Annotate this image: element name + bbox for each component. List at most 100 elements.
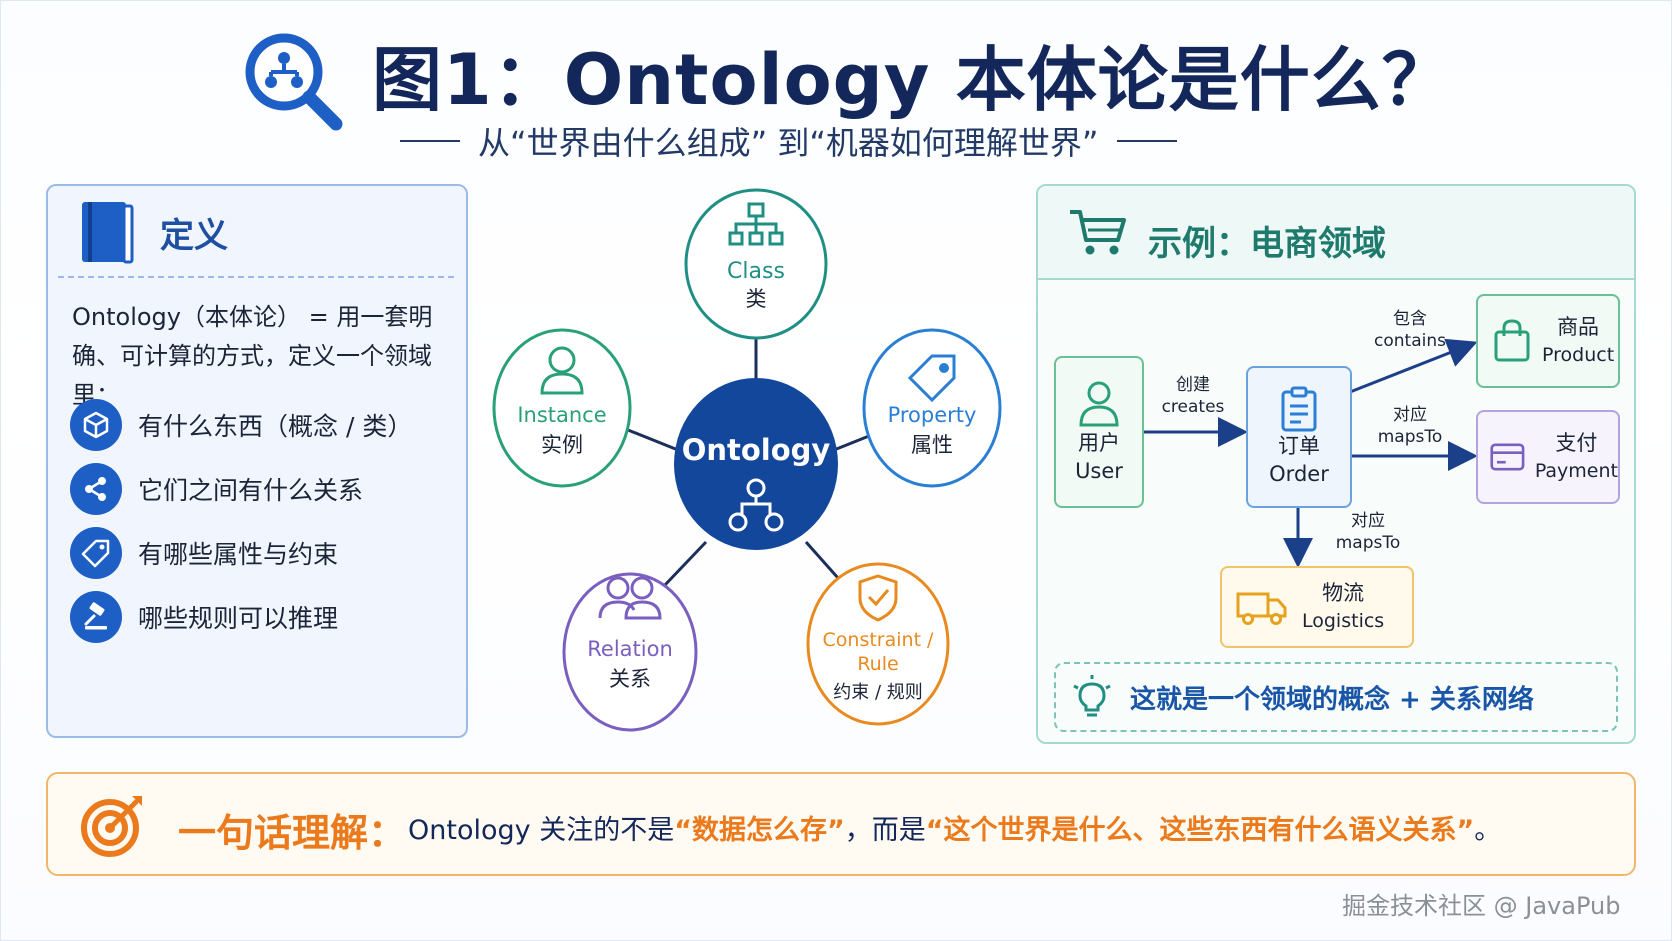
- node-constraint-zh: 约束 / 规则: [833, 682, 923, 703]
- entity-product-zh: 商品: [1557, 315, 1600, 339]
- entity-order-zh: 订单: [1278, 434, 1320, 458]
- edge-maps-logistics-label: 对应 mapsTo: [1320, 510, 1416, 554]
- node-class-zh: 类: [746, 287, 767, 311]
- definition-title: 定义: [160, 216, 228, 256]
- entity-payment: 支付 Payment: [1476, 410, 1620, 504]
- shield-check-icon: [858, 574, 898, 622]
- node-instance-zh: 实例: [541, 433, 583, 457]
- edge-contains-zh: 包含: [1393, 309, 1427, 329]
- definition-text: Ontology（本体论） = 用一套明确、可计算的方式，定义一个领域里：: [72, 303, 433, 409]
- spoke-constraint: [804, 541, 840, 579]
- user-icon: [1079, 381, 1119, 427]
- summary-text: Ontology 关注的不是“数据怎么存”，而是“这个世界是什么、这些东西有什么…: [408, 808, 1501, 847]
- network-icon: [728, 478, 784, 532]
- node-constraint-en: Constraint /: [823, 629, 935, 651]
- definition-item: 它们之间有什么关系: [70, 462, 460, 516]
- tip-text: 这就是一个领域的概念 + 关系网络: [1130, 684, 1534, 715]
- target-icon: [81, 796, 142, 857]
- page-title: 图1：Ontology 本体论是什么？: [372, 39, 1453, 121]
- node-property-en: Property: [888, 403, 977, 427]
- summary-bar: 一句话理解： Ontology 关注的不是“数据怎么存”，而是“这个世界是什么、…: [46, 772, 1636, 876]
- definition-item-label: 有什么东西（概念 / 类）: [138, 412, 413, 441]
- definition-item-label: 哪些规则可以推理: [138, 604, 339, 633]
- spoke-relation: [662, 540, 708, 588]
- entity-order-en: Order: [1269, 462, 1329, 486]
- entity-user-en: User: [1075, 459, 1123, 483]
- gavel-icon: [70, 591, 122, 643]
- tag-icon: [70, 527, 122, 579]
- magnifier-network-icon: [245, 33, 343, 131]
- clipboard-icon: [1281, 386, 1317, 432]
- summary-highlight-1: “数据怎么存”: [674, 815, 845, 846]
- summary-part-3: 。: [1474, 815, 1502, 846]
- hierarchy-icon: [728, 202, 784, 246]
- page-subtitle: 从“世界由什么组成” 到“机器如何理解世界”: [478, 124, 1099, 162]
- people-icon: [598, 576, 662, 620]
- entity-user: 用户 User: [1054, 356, 1144, 508]
- node-relation-en: Relation: [587, 637, 673, 661]
- watermark: 掘金技术社区 @ JavaPub: [1342, 892, 1621, 920]
- entity-user-zh: 用户: [1078, 431, 1120, 455]
- summary-highlight-2: “这个世界是什么、这些东西有什么语义关系”: [925, 815, 1475, 846]
- edge-contains-en: contains: [1374, 331, 1446, 351]
- edge-creates-zh: 创建: [1176, 375, 1210, 395]
- definition-item-label: 有哪些属性与约束: [138, 540, 339, 569]
- edge-creates-en: creates: [1161, 397, 1225, 417]
- node-instance: Instance 实例: [492, 328, 632, 488]
- cart-icon: [1070, 210, 1126, 255]
- subtitle-dash-left: [400, 140, 460, 142]
- edge-contains: [1349, 338, 1478, 394]
- lightbulb-icon: [1073, 675, 1111, 717]
- summary-part-1: Ontology 关注的不是: [408, 815, 675, 846]
- subtitle-dash-right: [1116, 140, 1177, 142]
- ontology-diagram: Class 类 Instance 实例 Property 属性: [492, 188, 1002, 732]
- node-class: Class 类: [684, 188, 828, 340]
- definition-divider: [58, 276, 454, 278]
- edge-maps-logistics-zh: 对应: [1351, 511, 1385, 531]
- example-title: 示例：电商领域: [1148, 224, 1386, 264]
- entity-product: 商品 Product: [1476, 294, 1620, 388]
- entity-logistics-zh: 物流: [1322, 581, 1365, 605]
- edge-maps-payment-en: mapsTo: [1377, 427, 1443, 447]
- tip-box: 这就是一个领域的概念 + 关系网络: [1054, 662, 1618, 732]
- example-edges: [1144, 338, 1478, 568]
- book-icon: [82, 202, 134, 264]
- example-header: 示例：电商领域: [1038, 186, 1634, 280]
- example-panel: 示例：电商领域 用户 User: [1036, 184, 1636, 744]
- cube-icon: [70, 399, 122, 451]
- definition-item: 有什么东西（概念 / 类）: [70, 398, 460, 452]
- spoke-instance: [627, 428, 679, 452]
- bag-icon: [1494, 319, 1530, 362]
- center-label: Ontology: [682, 433, 831, 467]
- node-instance-en: Instance: [517, 403, 606, 427]
- entity-payment-en: Payment: [1534, 460, 1618, 482]
- person-icon: [540, 346, 584, 395]
- node-constraint: Constraint / Rule 约束 / 规则: [806, 562, 950, 726]
- node-relation-zh: 关系: [609, 667, 651, 691]
- definition-panel: 定义 Ontology（本体论） = 用一套明确、可计算的方式，定义一个领域里：…: [46, 184, 468, 738]
- entity-logistics: 物流 Logistics: [1220, 566, 1414, 648]
- node-property-zh: 属性: [911, 433, 953, 457]
- definition-item: 有哪些属性与约束: [70, 526, 460, 580]
- card-icon: [1490, 443, 1525, 471]
- entity-logistics-en: Logistics: [1302, 610, 1385, 632]
- node-constraint-en2: Rule: [857, 653, 898, 675]
- truck-icon: [1236, 592, 1287, 625]
- edge-contains-label: 包含 contains: [1362, 308, 1458, 352]
- definition-item-label: 它们之间有什么关系: [138, 476, 364, 505]
- node-relation: Relation 关系: [562, 572, 698, 732]
- summary-heading: 一句话理解：: [178, 811, 407, 855]
- share-icon: [70, 463, 122, 515]
- edge-maps-logistics-en: mapsTo: [1335, 533, 1401, 553]
- entity-product-en: Product: [1542, 344, 1615, 366]
- entity-payment-zh: 支付: [1555, 431, 1598, 455]
- edge-maps-payment-zh: 对应: [1393, 405, 1427, 425]
- edge-maps-payment-label: 对应 mapsTo: [1362, 404, 1458, 448]
- node-class-en: Class: [727, 259, 785, 284]
- subtitle-row: 从“世界由什么组成” 到“机器如何理解世界”: [400, 118, 1300, 164]
- summary-part-2: ，而是: [844, 815, 926, 846]
- tag-icon: [907, 354, 956, 403]
- edge-creates-label: 创建 creates: [1150, 374, 1236, 418]
- node-property: Property 属性: [862, 328, 1002, 488]
